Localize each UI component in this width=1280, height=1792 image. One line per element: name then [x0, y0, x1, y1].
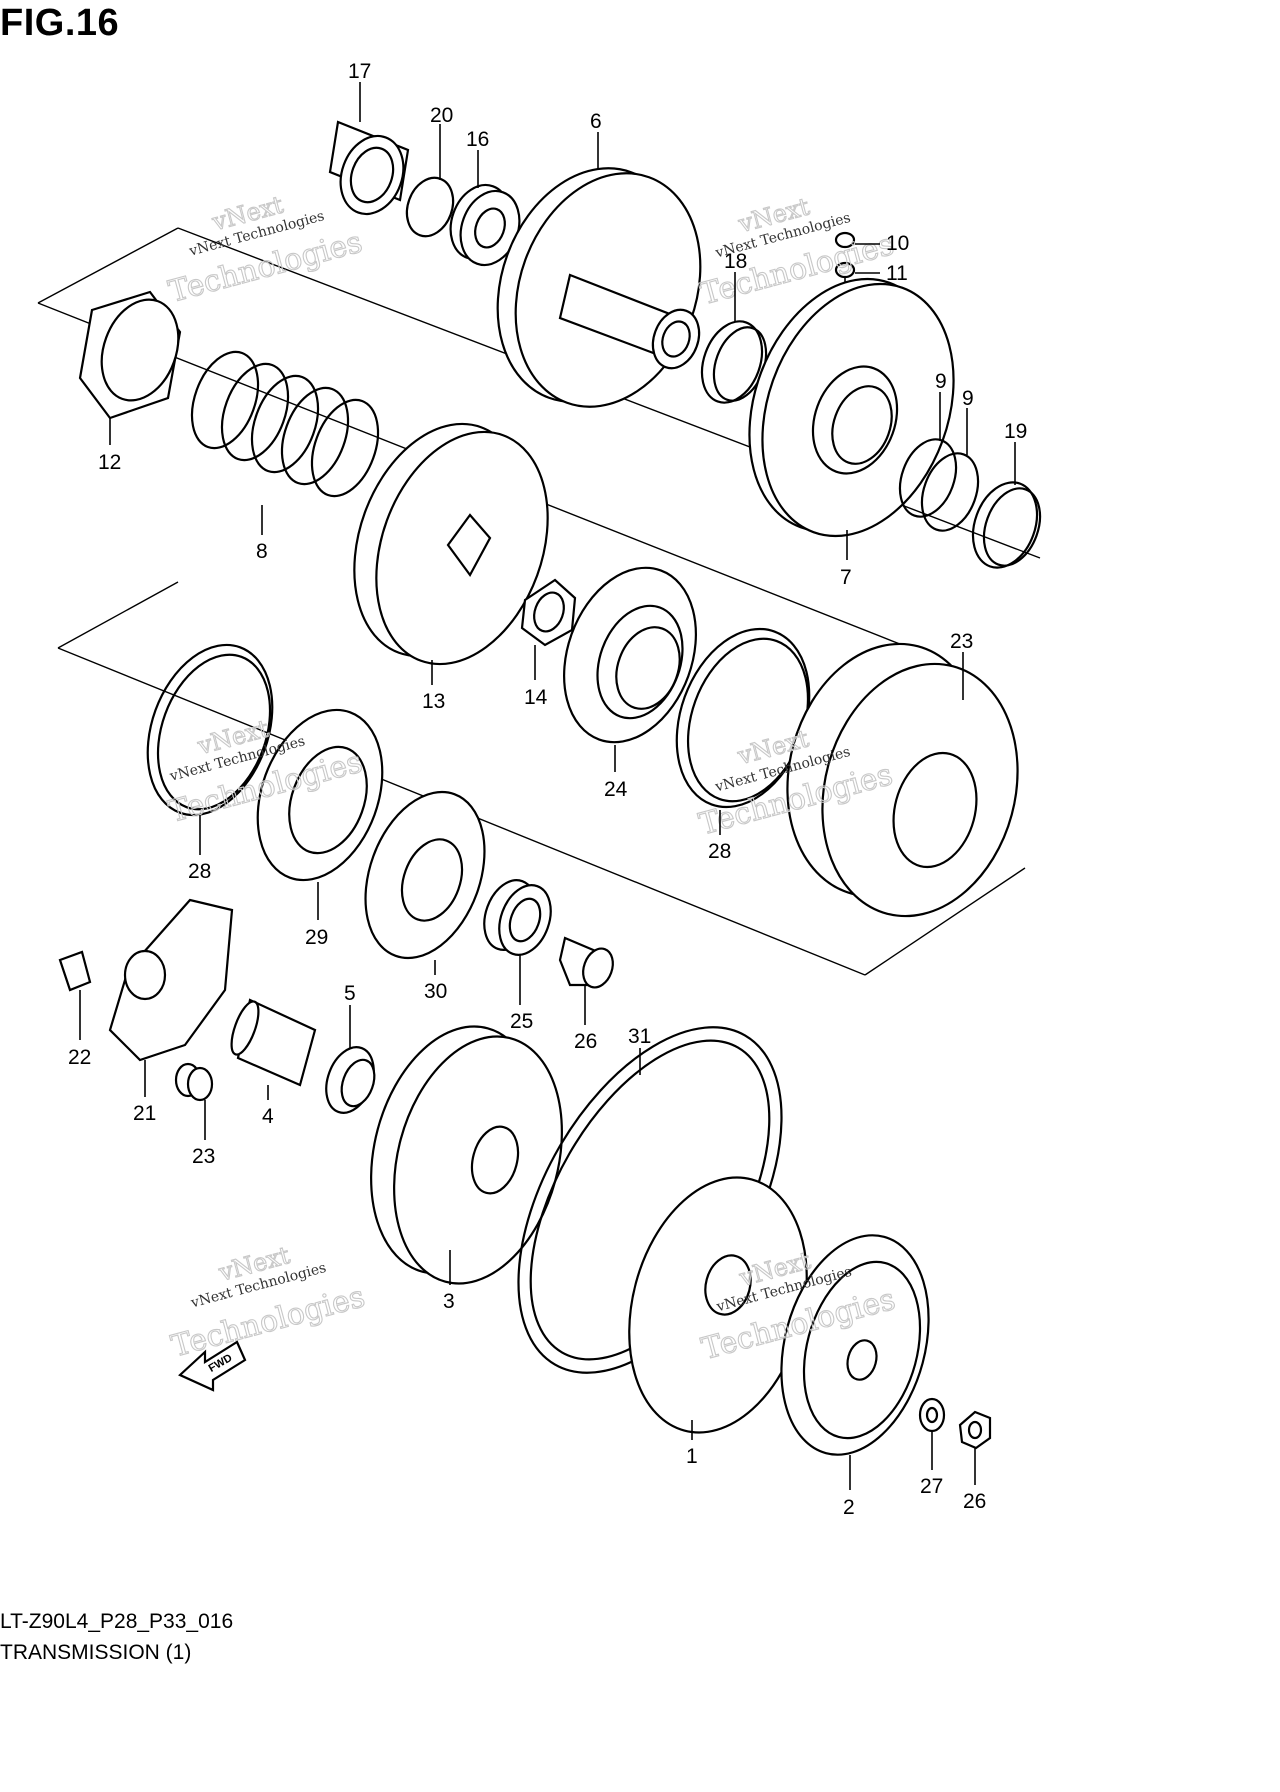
part-20-clip	[58, 950, 92, 992]
callout-4: 4	[262, 1105, 274, 1128]
callout-22: 26	[963, 1490, 986, 1513]
part-28-washer-left	[146, 643, 274, 817]
part-24-clutch-housing	[786, 642, 1019, 918]
part-2-fan-gear	[780, 1234, 930, 1456]
part-9-o-rings	[898, 438, 980, 532]
part-8-spring	[190, 350, 380, 498]
callout-29: 29	[305, 926, 328, 949]
part-13-clutch-carrier	[353, 422, 549, 666]
part-27-nut	[558, 936, 614, 989]
part-1-fixed-drive-face	[628, 1176, 808, 1434]
model-code: LT-Z90L4_P28_P33_016	[0, 1610, 234, 1633]
callout-17-lower: 19	[1004, 420, 1027, 443]
callout-26: 25	[510, 1010, 533, 1033]
callout-27: 26	[574, 1030, 597, 1053]
part-22-nut	[958, 1410, 992, 1450]
callout-15: 16	[466, 128, 489, 151]
callout-18: 20	[430, 104, 453, 127]
part-21-slide-piece	[174, 1062, 214, 1102]
part-5-ring	[325, 1046, 376, 1114]
callout-6: 6	[590, 110, 602, 133]
callout-12: 12	[98, 451, 121, 474]
callout-17-upper: 18	[724, 250, 747, 273]
callout-5: 5	[344, 982, 356, 1005]
figure-title: FIG.16	[0, 2, 120, 44]
part-6-driven-face	[496, 167, 702, 408]
callout-16: 17	[348, 60, 371, 83]
part-17-seal-ring-lower	[971, 481, 1042, 569]
section-name: TRANSMISSION (1)	[0, 1641, 192, 1664]
callout-1: 1	[686, 1445, 698, 1468]
part-12-spring-seat	[78, 290, 182, 420]
part-29-plate	[256, 708, 384, 882]
part-19-ramp-plate	[108, 898, 234, 1062]
callout-25: 24	[604, 778, 628, 801]
fwd-arrow-icon: FWD	[178, 1340, 247, 1392]
callout-24: 23	[950, 630, 973, 653]
part-7-sliding-face	[748, 277, 955, 538]
callout-labels: 17 20 16 6 18 10 11 9 9 19 7 12 8 13 14 …	[68, 60, 1027, 1519]
callout-28-left: 28	[188, 860, 211, 883]
watermark-outline: Technologies	[168, 1279, 369, 1364]
part-26-collar	[483, 879, 552, 956]
part-16-needle-bearing	[328, 120, 410, 216]
part-30-disc	[364, 790, 486, 960]
callout-10: 10	[886, 232, 909, 255]
callout-19: 21	[133, 1102, 156, 1125]
callout-3: 3	[443, 1290, 455, 1313]
callout-14: 14	[524, 686, 548, 709]
callout-23: 27	[920, 1475, 943, 1498]
part-4-spacer	[230, 998, 317, 1087]
part-23-washer	[918, 1397, 946, 1433]
callout-2: 2	[843, 1496, 855, 1519]
callout-13: 13	[422, 690, 445, 713]
callout-8: 8	[256, 540, 268, 563]
callout-11: 11	[886, 262, 908, 285]
callout-21: 23	[192, 1145, 215, 1168]
callout-9a: 9	[935, 370, 947, 393]
part-15-ball-bearing	[449, 183, 521, 267]
callout-9b: 9	[962, 387, 974, 410]
part-3-movable-drive-face	[370, 1025, 563, 1285]
callout-28-right: 28	[708, 840, 731, 863]
callout-30: 30	[424, 980, 447, 1003]
callout-7: 7	[840, 566, 852, 589]
callout-leaders	[79, 82, 1016, 1490]
callout-20: 22	[68, 1046, 91, 1069]
part-25-washer	[563, 566, 697, 744]
callout-31: 31	[628, 1025, 651, 1048]
